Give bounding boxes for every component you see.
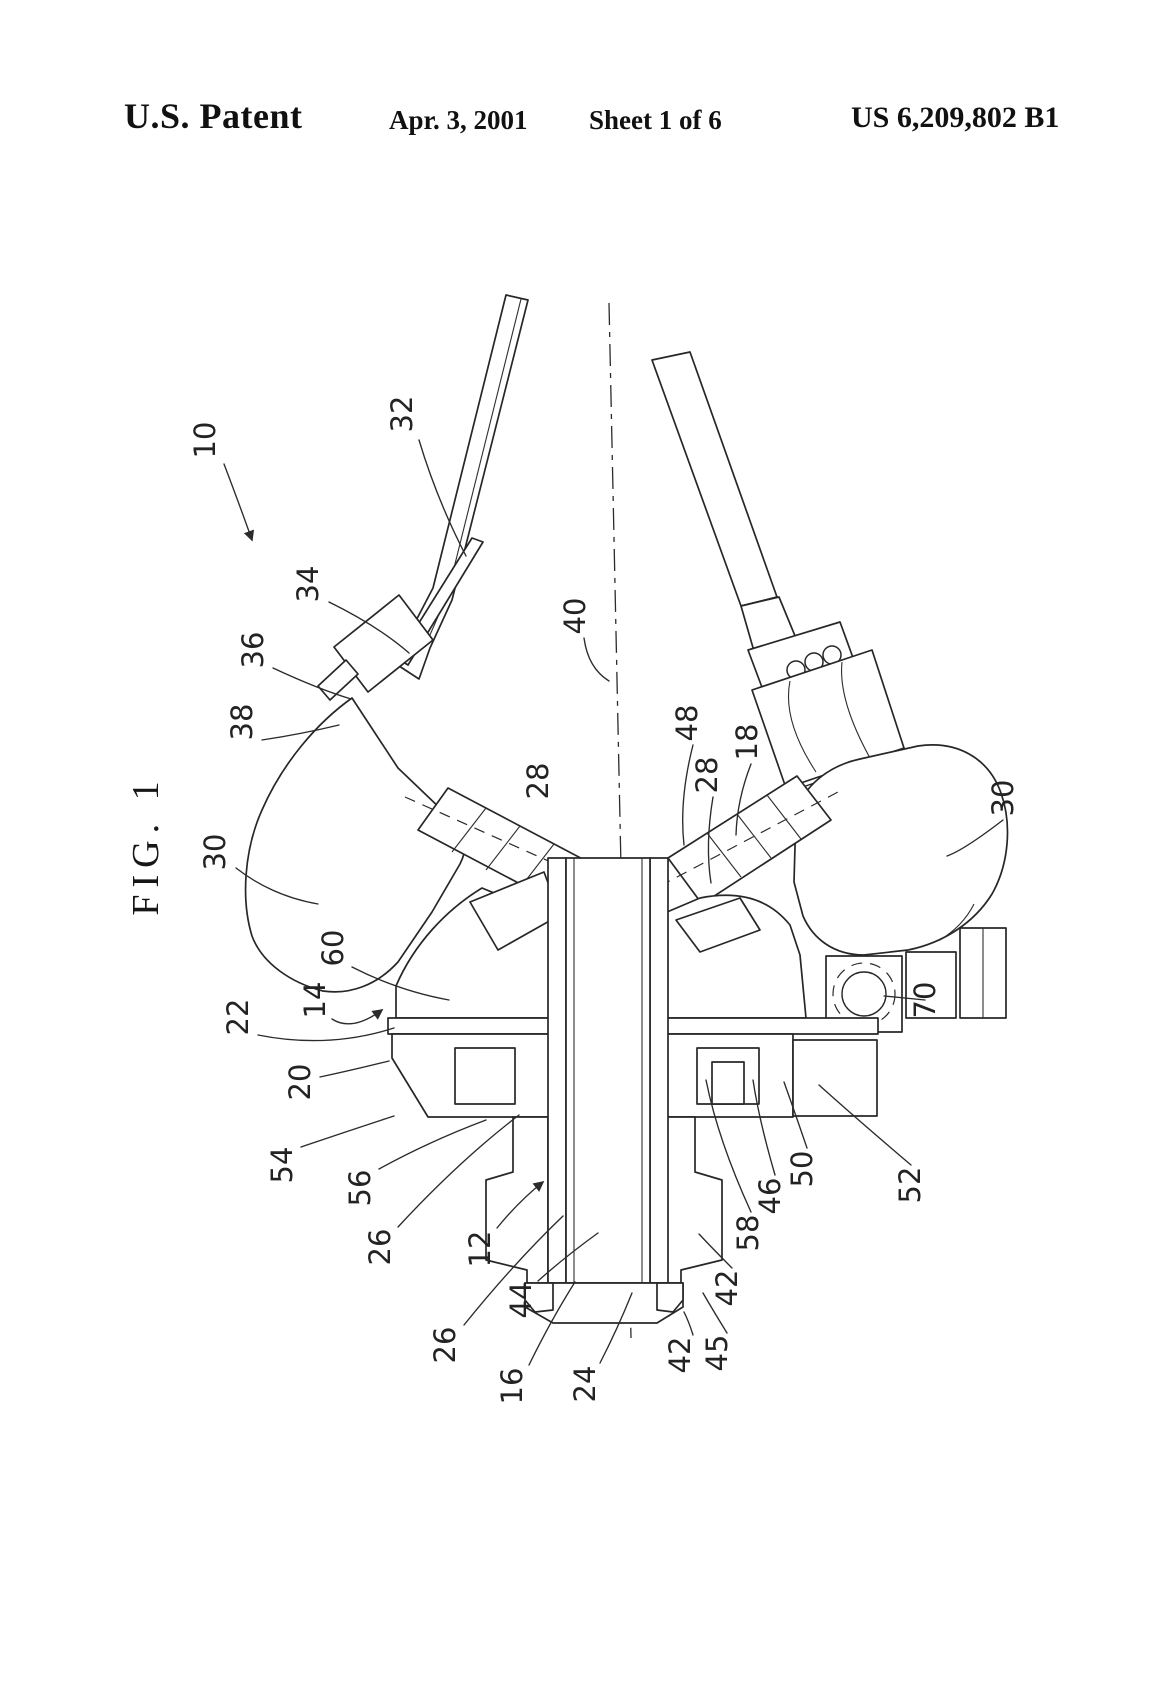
right-shoulder-section	[675, 897, 761, 953]
ref-label-60: 60	[316, 930, 350, 967]
right-elbow-inner-contour	[939, 903, 975, 941]
leader-58	[705, 1079, 752, 1213]
patent-header-title: U.S. Patent	[124, 96, 303, 136]
right-flange-holes	[786, 645, 842, 680]
retainer-circle	[841, 971, 887, 1017]
leader-10	[223, 463, 255, 542]
ref-label-70: 70	[908, 982, 942, 1019]
right-supply-tube	[651, 351, 778, 607]
nozzle-cup-wall-left	[524, 1282, 554, 1313]
leader-18	[735, 763, 752, 836]
ref-label-36: 36	[236, 632, 270, 669]
leader-26-upper	[397, 1114, 520, 1228]
right-thread-ticks	[706, 794, 802, 878]
stem-left-gland	[485, 1116, 549, 1301]
ref-label-16: 16	[495, 1368, 529, 1405]
ref-label-18: 18	[730, 724, 764, 761]
leader-12	[496, 1180, 545, 1229]
ref-label-45: 45	[700, 1335, 734, 1372]
tube-bore-inner-lines	[573, 858, 643, 1283]
ref-label-52: 52	[893, 1167, 927, 1204]
ref-label-30-left: 30	[198, 834, 232, 871]
tube-bore	[565, 857, 651, 1284]
ref-label-10: 10	[188, 422, 222, 459]
leader-20	[319, 1060, 390, 1078]
leader-54	[300, 1115, 395, 1148]
ref-label-12: 12	[463, 1231, 497, 1268]
leader-16	[528, 1281, 576, 1366]
ref-label-20: 20	[283, 1064, 317, 1101]
left-supply-tube	[395, 294, 529, 680]
ref-label-26-lower: 26	[428, 1327, 462, 1364]
patent-header-number: US 6,209,802 B1	[851, 101, 1060, 134]
leader-42-bottom	[683, 1311, 694, 1336]
leader-40	[583, 637, 610, 682]
reference-numerals: 10 32 34 36 38 30 40 48 28 18 28 30 60 1…	[188, 396, 1020, 1405]
figure-label: FIG. 1	[125, 774, 167, 915]
left-ferrule-nut	[333, 594, 434, 693]
nozzle-cup-wall-right	[656, 1282, 684, 1313]
left-elbow-fitting	[244, 697, 467, 993]
ref-label-34: 34	[291, 566, 325, 603]
ref-label-42-bottom: 42	[663, 1337, 697, 1374]
ref-label-26-upper: 26	[363, 1229, 397, 1266]
ref-label-46: 46	[753, 1178, 787, 1215]
leader-48	[682, 744, 694, 846]
assembly-cross-section	[223, 294, 1009, 1366]
block-pocket-right-insert	[711, 1061, 745, 1105]
leader-56	[378, 1119, 487, 1170]
ref-label-30-right: 30	[986, 780, 1020, 817]
leader-26-lower	[463, 1215, 564, 1326]
leader-32	[418, 439, 467, 557]
ref-label-28-right: 28	[690, 757, 724, 794]
ref-label-42-mid: 42	[710, 1270, 744, 1307]
leader-50	[783, 1081, 808, 1149]
leader-24	[599, 1292, 633, 1364]
ref-label-50: 50	[785, 1151, 819, 1188]
leader-22	[257, 1027, 395, 1042]
right-sub-block	[792, 1039, 878, 1117]
leader-46	[752, 1079, 776, 1176]
leader-36	[272, 667, 352, 700]
leader-44	[537, 1232, 599, 1282]
ref-label-48: 48	[670, 705, 704, 742]
ref-label-40: 40	[558, 598, 592, 635]
ref-label-32: 32	[385, 396, 419, 433]
ref-label-24: 24	[568, 1366, 602, 1403]
right-step-hatched	[905, 951, 957, 1019]
tube-wall-left	[547, 857, 567, 1284]
ref-label-56: 56	[343, 1170, 377, 1207]
ref-label-22: 22	[221, 999, 255, 1036]
leader-lines	[223, 439, 1004, 1366]
leader-60	[351, 966, 450, 1001]
patent-header-date: Apr. 3, 2001	[389, 105, 528, 135]
leader-30-right	[946, 819, 1004, 857]
leader-28-right	[707, 796, 714, 884]
leader-52	[818, 1084, 912, 1166]
right-threaded-connector	[667, 775, 832, 905]
ref-label-38: 38	[225, 704, 259, 741]
block-pocket-left	[454, 1047, 516, 1105]
ref-label-58: 58	[731, 1215, 765, 1252]
right-elbow-fitting	[793, 744, 1009, 956]
leader-34	[328, 601, 410, 654]
leader-42-mid	[698, 1233, 733, 1269]
ref-label-54: 54	[265, 1147, 299, 1184]
leader-45	[702, 1292, 728, 1334]
tube-wall-right	[649, 857, 669, 1284]
ref-label-28-left: 28	[521, 763, 555, 800]
leader-38	[261, 724, 340, 741]
patent-header-sheet: Sheet 1 of 6	[589, 105, 722, 135]
leader-14	[331, 1009, 384, 1025]
ref-label-14: 14	[298, 982, 332, 1019]
right-bore-centerline	[659, 791, 839, 887]
ref-label-44: 44	[504, 1282, 538, 1319]
leader-70	[883, 995, 926, 1001]
leader-30-left	[235, 867, 319, 905]
left-ferrule-pin	[317, 659, 359, 701]
right-hex-facets	[787, 661, 871, 773]
